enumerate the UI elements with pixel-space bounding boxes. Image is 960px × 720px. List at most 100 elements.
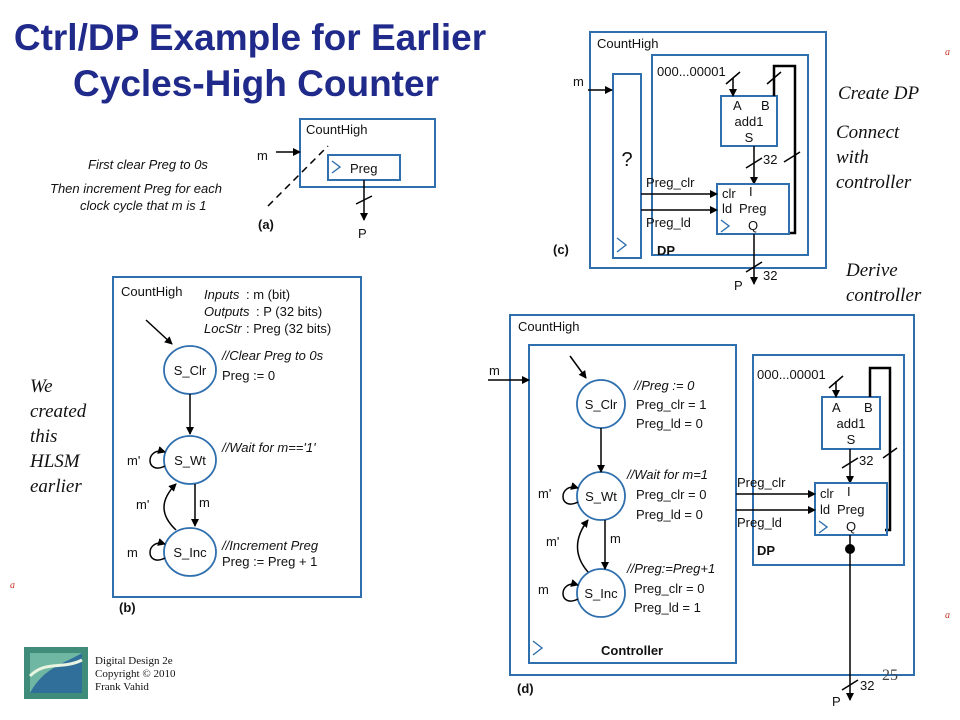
fig-c-reg-q: Q	[748, 218, 758, 233]
fig-d-wt-line2: Preg_ld = 0	[636, 507, 703, 522]
fig-b-box-title: CountHigh	[121, 284, 182, 299]
fig-b-side-note-3: this	[30, 426, 57, 447]
footer-line3: Frank Vahid	[95, 681, 149, 693]
fig-a-preg-label: Preg	[350, 161, 377, 176]
fig-d-inc-line1: Preg_clr = 0	[634, 581, 704, 596]
fig-a-output-label: P	[358, 226, 367, 241]
fig-d-inc-line2: Preg_ld = 1	[634, 600, 701, 615]
page-number: 25	[882, 667, 898, 684]
fig-d-output-width: 32	[860, 678, 874, 693]
corner-mark-top-right: a	[945, 47, 950, 58]
fig-c-adder-name: add1	[735, 114, 764, 129]
fig-c-adder-a: A	[733, 98, 742, 113]
fig-c-adder-b: B	[761, 98, 770, 113]
fig-b-wt-self-label: m'	[127, 453, 140, 468]
fig-c-note-derive-1: Derive	[845, 260, 898, 281]
fig-b-inputs-key: Inputs	[204, 287, 240, 302]
fig-c-note-connect-3: controller	[836, 172, 912, 193]
fig-c-sig-clr: Preg_clr	[646, 175, 695, 190]
fig-d-arrow-inc-wt	[576, 519, 589, 573]
fig-d-feedback-wire	[868, 366, 892, 532]
fig-b-state-clr-label: S_Clr	[174, 363, 207, 378]
fig-d-output-slash	[841, 679, 859, 691]
slide-title-line1: Ctrl/DP Example for Earlier	[14, 17, 486, 58]
fig-c-note-create: Create DP	[838, 83, 919, 104]
footer: Digital Design 2e Copyright © 2010 Frank…	[24, 647, 898, 699]
fig-a-input-label: m	[257, 148, 268, 163]
fig-d-clr-line2: Preg_ld = 0	[636, 416, 703, 431]
fig-c-reg-ld: ld	[722, 201, 732, 216]
fig-c-feedback-wire	[772, 64, 797, 235]
fig-d-countHigh-box	[509, 314, 915, 676]
fig-c-reg-clr: clr	[722, 186, 736, 201]
fig-c-reg-clock-icon	[720, 219, 731, 233]
fig-d-inc-comment: //Preg:=Preg+1	[626, 561, 715, 576]
fig-b-outputs-val: : P (32 bits)	[256, 304, 322, 319]
slide-title-line2: Cycles-High Counter	[73, 63, 439, 104]
fig-b-arrow-inc-wt	[163, 483, 177, 531]
fig-b-side-note-2: created	[30, 401, 87, 422]
fig-d-adder-b: B	[864, 400, 873, 415]
fig-b-outputs-key: Outputs	[204, 304, 250, 319]
fig-b-countHigh-box	[112, 276, 362, 598]
fig-d-reg-clock-icon	[818, 520, 829, 534]
footer-line1: Digital Design 2e	[95, 655, 173, 667]
fig-d-wt-inc-label: m	[610, 531, 621, 546]
fig-a-note2b: clock cycle that m is 1	[80, 198, 206, 213]
corner-mark-bottom-right: a	[945, 610, 950, 621]
fig-c-output-label: P	[734, 278, 743, 293]
fig-d-adder-s: S	[847, 432, 856, 447]
fig-c-adder-s: S	[745, 130, 754, 145]
fig-c-unknown-controller	[612, 73, 642, 259]
fig-b-loop-wt	[149, 446, 166, 469]
figure-b: CountHigh Inputs : m (bit) Outputs : P (…	[29, 276, 362, 615]
fig-d-junction-dot	[845, 544, 855, 554]
fig-d-state-inc-label: S_Inc	[584, 586, 618, 601]
fig-c-input-label: m	[573, 74, 584, 89]
fig-b-side-note-5: earlier	[30, 476, 82, 497]
fig-c-constant: 000...00001	[657, 64, 726, 79]
fig-b-inc-self-label: m	[127, 545, 138, 560]
fig-a-box-title: CountHigh	[306, 122, 367, 137]
fig-d-adder-name: add1	[837, 416, 866, 431]
footer-line2: Copyright © 2010	[95, 668, 176, 680]
fig-d-controller-clock-icon	[532, 640, 544, 656]
fig-a-note1: First clear Preg to 0s	[88, 157, 208, 172]
fig-c-note-derive-2: controller	[846, 285, 922, 306]
fig-d-constant: 000...00001	[757, 367, 826, 382]
fig-c-note-connect-2: with	[836, 147, 869, 168]
fig-d-loop-inc	[562, 579, 579, 602]
fig-b-inputs-val: : m (bit)	[246, 287, 290, 302]
fig-a-clock-icon	[331, 160, 342, 174]
fig-c-label: (c)	[553, 242, 569, 257]
fig-c-countHigh-box	[589, 31, 827, 269]
fig-c-output-width: 32	[763, 268, 777, 283]
fig-d-sum-width: 32	[859, 453, 873, 468]
fig-d-sum-slash	[841, 457, 859, 469]
fig-d-label: (d)	[517, 681, 534, 696]
fig-d-reg-q: Q	[846, 519, 856, 534]
fig-b-state-wt	[163, 435, 217, 485]
fig-c-reg-name: Preg	[739, 201, 766, 216]
book-cover-swirl	[28, 658, 83, 678]
fig-b-loop-inc	[149, 538, 166, 561]
fig-d-input-label: m	[489, 363, 500, 378]
fig-d-sig-clr: Preg_clr	[737, 475, 786, 490]
fig-b-side-note-1: We	[30, 376, 53, 397]
fig-d-clr-line1: Preg_clr = 1	[636, 397, 706, 412]
fig-d-dp-label: DP	[757, 543, 775, 558]
fig-d-adder-a: A	[832, 400, 841, 415]
fig-c-feedback-slash	[766, 71, 782, 85]
fig-c-output-slash	[745, 261, 763, 273]
figure-c: CountHigh ? m 000...00001 A B add1 S 32 …	[553, 31, 922, 306]
fig-c-dp-label: DP	[657, 243, 675, 258]
fig-d-state-clr-label: S_Clr	[585, 397, 618, 412]
fig-c-fb-slash	[783, 151, 801, 163]
fig-d-adder	[821, 396, 881, 450]
fig-a-note2a: Then increment Preg for each	[50, 181, 222, 196]
fig-b-state-wt-label: S_Wt	[174, 453, 206, 468]
fig-b-inc-action: Preg := Preg + 1	[222, 554, 317, 569]
fig-a-label: (a)	[258, 217, 274, 232]
